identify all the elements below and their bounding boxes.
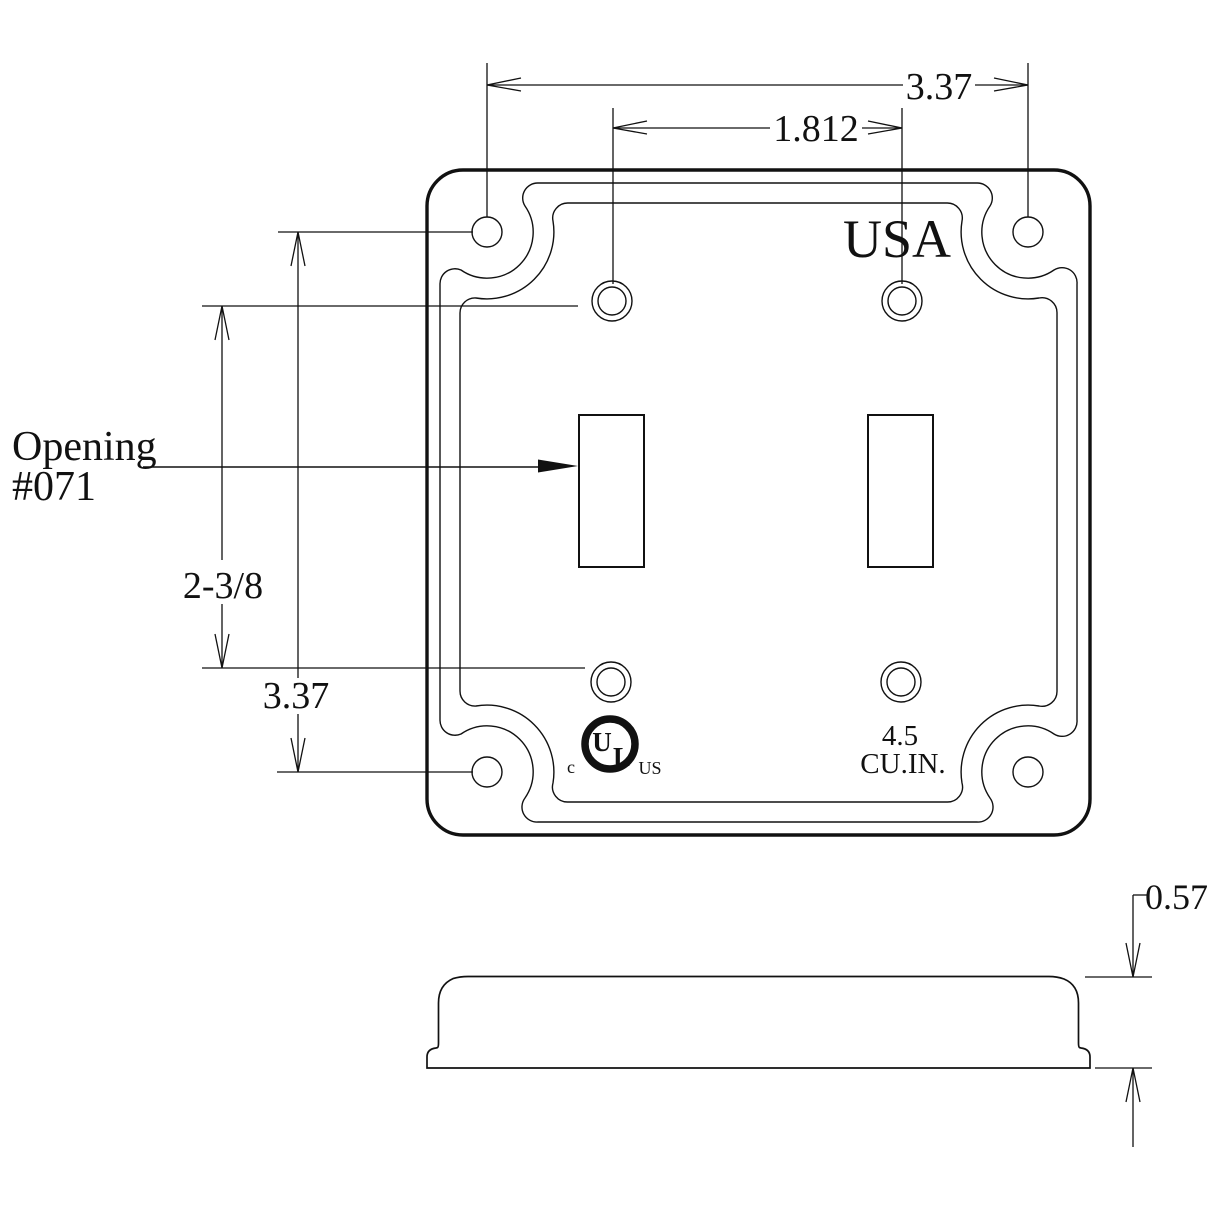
screw-hole-top-right xyxy=(881,280,923,322)
arrowhead-down xyxy=(214,633,230,669)
arrowhead-down xyxy=(290,737,306,773)
top-view xyxy=(425,168,1092,837)
opening-callout-line1: Opening xyxy=(12,424,157,470)
toggle-opening-right xyxy=(867,414,934,568)
plate-outline xyxy=(425,168,1092,837)
corner-hole-top-right xyxy=(1012,216,1044,248)
opening-callout-line2: #071 xyxy=(12,464,96,510)
dim-overall-height-text: 3.37 xyxy=(263,675,330,717)
dim-depth xyxy=(1085,894,1152,1147)
dim-screw-spacing-text: 1.812 xyxy=(773,108,859,150)
side-view-profile xyxy=(426,975,1091,1069)
dim-overall-width xyxy=(486,63,1029,217)
dim-overall-width-text: 3.37 xyxy=(906,66,973,108)
arrowhead-right xyxy=(867,120,903,135)
corner-hole-top-left xyxy=(471,216,503,248)
arrowhead-up xyxy=(1125,1067,1141,1103)
arrowhead-left xyxy=(486,77,522,92)
arrowhead-up xyxy=(290,231,306,267)
corner-hole-bottom-left xyxy=(471,756,503,788)
capacity-value: 4.5 xyxy=(882,720,918,752)
arrowhead-up xyxy=(214,305,230,341)
dim-screw-spacing xyxy=(612,108,903,284)
capacity-label: 4.5 CU.IN. xyxy=(860,720,945,780)
dim-vertical-screw-spacing-text: 2-3/8 xyxy=(183,565,263,607)
arrowhead-right xyxy=(993,77,1029,92)
usa-label: USA xyxy=(843,209,951,269)
screw-hole-bottom-right xyxy=(880,661,922,703)
dim-vertical-screw-spacing xyxy=(202,305,585,669)
dim-depth-text: 0.57 xyxy=(1145,877,1208,917)
plateau-contour-outer xyxy=(439,182,1078,823)
ul-mark-letter-l: L xyxy=(613,742,631,772)
toggle-opening-left xyxy=(578,414,645,568)
capacity-unit: CU.IN. xyxy=(860,748,945,780)
screw-hole-bottom-left xyxy=(590,661,632,703)
screw-hole-top-left xyxy=(591,280,633,322)
arrowhead-down xyxy=(1125,942,1141,978)
opening-callout: Opening #071 xyxy=(12,424,157,510)
ul-mark-letter-u: U xyxy=(592,727,612,757)
ul-mark-c-label: c xyxy=(567,757,575,777)
opening-callout-leader xyxy=(143,459,578,473)
ul-mark: U L c US xyxy=(567,715,662,778)
ul-mark-us-label: US xyxy=(638,758,661,778)
arrowhead-left xyxy=(612,120,648,135)
corner-hole-bottom-right xyxy=(1012,756,1044,788)
leader-arrowhead xyxy=(538,459,578,473)
ul-mark-circle xyxy=(581,715,639,773)
plateau-contour-inner xyxy=(459,202,1058,803)
